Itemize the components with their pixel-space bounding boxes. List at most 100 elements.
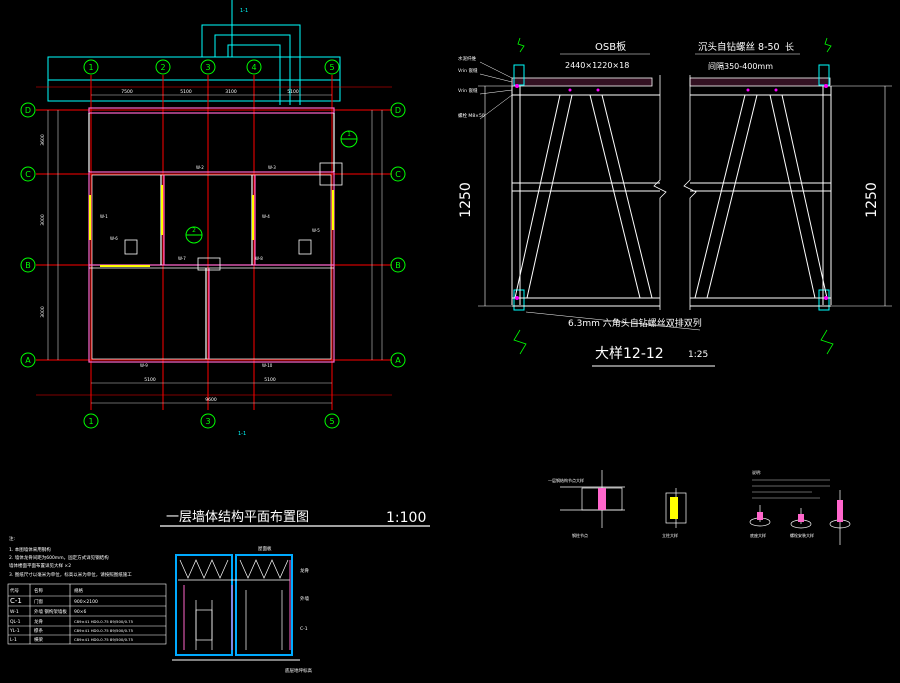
- small-detail-labels: 一层钢结构节点大样 钢柱节点 立柱大样 底座大样 螺栓安装大样 说明:: [548, 469, 814, 538]
- screw-label: 沉头自钻螺丝 8-50: [698, 41, 780, 53]
- plan-top-linework: [47, 0, 341, 105]
- spacing-label: 间隔350-400mm: [708, 62, 773, 71]
- column-bubbles-top: [83, 59, 340, 75]
- axis-label-3: 3: [205, 63, 210, 72]
- detail-label: Vrin 嵌缝: [458, 87, 478, 94]
- dim-top-2: 5100: [180, 89, 192, 95]
- legend-cell: QL-1: [10, 619, 21, 625]
- detail-column-fill: [670, 497, 678, 519]
- osb-size: 2440×1220×18: [565, 61, 629, 70]
- room-tag: W-6: [110, 236, 118, 241]
- detail-base-fill: [757, 500, 843, 522]
- note-line: 墙体楼面平面布置详见大样 ×2: [9, 562, 71, 569]
- axis-label-bottom-5: 5: [329, 417, 334, 426]
- break-marks: [653, 75, 697, 310]
- detail-title: 大样12-12: [595, 346, 664, 362]
- legend-cell: 门窗: [34, 598, 43, 605]
- osb-boards: [511, 77, 831, 87]
- legend-cell: 横梁: [34, 636, 43, 643]
- legend-cell: 900×2100: [74, 599, 98, 605]
- elevation-label: 外墙: [300, 595, 309, 602]
- dim-bottom-1: 5100: [144, 377, 156, 383]
- bolt-leader: [525, 311, 701, 331]
- dim-top-3: 3100: [225, 89, 237, 95]
- plan-scale: 1:100: [386, 510, 426, 526]
- elevation-drawing: 屋面板 龙骨 外墙 C-1 底层地坪标高: [172, 545, 312, 674]
- small-detail-label: 钢柱节点: [572, 532, 588, 538]
- row-labels: D C B A D C B A: [25, 106, 401, 365]
- column-labels-bottom: 1 3 5: [88, 417, 334, 426]
- dim-left-2: 3000: [40, 214, 46, 226]
- small-detail-label: 底座大样: [750, 532, 766, 538]
- legend-header-spec: 规格: [74, 587, 83, 594]
- elevation-frame: [175, 554, 293, 656]
- room-tag: W-8: [255, 256, 263, 261]
- dim-left-1: 3600: [40, 134, 46, 146]
- column-labels-top: 1 2 3 4 5: [88, 63, 334, 72]
- small-detail-label: 立柱大样: [662, 532, 678, 538]
- axis-label-C-left: C: [25, 170, 31, 179]
- detail-left-leaders: [479, 61, 513, 120]
- detail-label: 水泥纤维: [458, 55, 476, 62]
- legend-cell: C-1: [10, 597, 22, 605]
- room-tag: W-2: [196, 165, 204, 170]
- detail-label: Vrin 嵌缝: [458, 67, 478, 74]
- legend-cell: C89×41 HD0-0.75 89/500/0.75: [74, 628, 134, 633]
- dim-total: 9600: [205, 397, 217, 403]
- axis-label-D-right: D: [395, 106, 401, 115]
- note-line: 1. 本图墙体采用钢构: [9, 546, 51, 553]
- small-detail-note-lines: [752, 479, 830, 499]
- axis-label-4: 4: [251, 63, 256, 72]
- dim-top-1: 7500: [121, 89, 133, 95]
- detail-columns: [513, 64, 830, 311]
- axis-label-bottom-1: 1: [88, 417, 93, 426]
- callout-2: 2: [192, 227, 196, 234]
- elevation-truss: [178, 559, 290, 650]
- legend-cell: W-1: [10, 609, 19, 615]
- room-tag: W-5: [312, 228, 320, 233]
- axis-label-D-left: D: [25, 106, 31, 115]
- axis-label-C-right: C: [395, 170, 401, 179]
- floor-plan: 1-1 1-1: [20, 0, 430, 527]
- legend-cell: L-1: [10, 637, 17, 643]
- note-line: 3. 图纸尺寸以毫米为单位，标高以米为单位，请按照图纸施工: [9, 571, 132, 578]
- legend-cell: 90×6: [74, 609, 86, 615]
- note-line: 2. 墙体龙骨间距为600mm，固定方式详见钢结构: [9, 554, 109, 561]
- row-bubbles: [20, 102, 406, 368]
- legend-cell: 檩条: [34, 627, 43, 634]
- callout-1: 1: [347, 131, 351, 138]
- room-tag: W-9: [140, 363, 148, 368]
- small-details: 一层钢结构节点大样 钢柱节点 立柱大样 底座大样 螺栓安装大样 说明:: [548, 469, 851, 545]
- small-detail-label: 一层钢结构节点大样: [548, 477, 584, 483]
- elevation-label: 屋面板: [258, 545, 272, 552]
- legend-cell: C89×41 HD0-0.75 89/500/0.75: [74, 619, 134, 624]
- small-detail-note-heading: 说明:: [752, 469, 761, 475]
- osb-label: OSB板: [595, 40, 626, 53]
- legend-grid: [7, 583, 167, 645]
- section-mark-top: 1-1: [240, 8, 248, 14]
- elevation-labels: 屋面板 龙骨 外墙 C-1 底层地坪标高: [258, 545, 312, 674]
- section-break-symbols: [513, 37, 834, 355]
- detail-frame: [511, 86, 832, 307]
- detail-scale: 1:25: [688, 350, 708, 360]
- plan-title: 一层墙体结构平面布置图: [166, 510, 309, 525]
- axis-label-B-right: B: [395, 261, 401, 270]
- legend-header-code: 代号: [10, 587, 19, 594]
- height-dim-right: 1250: [864, 182, 880, 218]
- detail-label: 螺栓 M8×50: [458, 112, 485, 119]
- openings: [89, 185, 334, 267]
- dim-bottom-2: 5100: [264, 377, 276, 383]
- legend-header-name: 名称: [34, 587, 43, 594]
- height-dims: [478, 85, 892, 307]
- elevation-magenta-members: [183, 560, 291, 650]
- dimension-lines: [47, 94, 383, 404]
- room-tag: W-3: [268, 165, 276, 170]
- detail-left-labels: 水泥纤维 Vrin 嵌缝 Vrin 嵌缝 螺栓 M8×50: [458, 55, 485, 119]
- legend-table: 代号 名称 规格 C-1 门窗 900×2100 W-1 外墙 钢构架墙板 90…: [7, 583, 167, 645]
- walls: [88, 107, 343, 363]
- room-tag: W-7: [178, 256, 186, 261]
- elevation-label: 龙骨: [300, 567, 309, 574]
- axis-label-2: 2: [160, 63, 165, 72]
- axis-label-bottom-3: 3: [205, 417, 210, 426]
